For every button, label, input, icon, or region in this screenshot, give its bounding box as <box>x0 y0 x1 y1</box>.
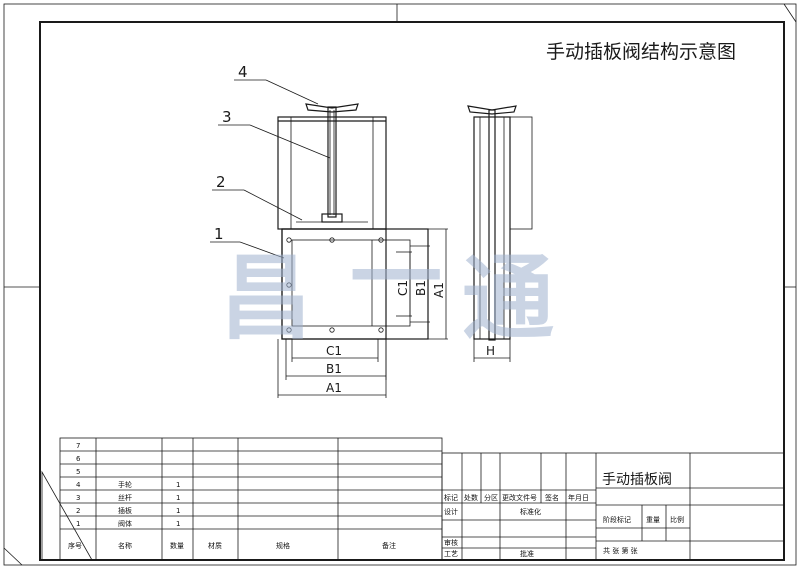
bom-cell-name: 手轮 <box>118 480 132 489</box>
front-view: C1 B1 A1 A1 B1 C1 4 3 2 1 <box>210 63 448 398</box>
callout-4: 4 <box>238 63 248 81</box>
bom-cell-no: 2 <box>76 507 80 515</box>
svg-text:序号: 序号 <box>68 541 82 550</box>
svg-text:分区: 分区 <box>484 493 498 502</box>
svg-text:比例: 比例 <box>670 515 684 524</box>
dim-a1-v: A1 <box>432 282 446 298</box>
outer-frame <box>3 3 797 566</box>
svg-text:更改文件号: 更改文件号 <box>502 493 537 502</box>
corner-mark-tr <box>783 3 797 23</box>
bom-cell-no: 6 <box>76 455 81 463</box>
bom-cell-name: 丝杆 <box>118 493 132 502</box>
svg-text:设计: 设计 <box>444 507 458 516</box>
title-block: 标记 处数 分区 更改文件号 签名 年月日 设计 标准化 审核 工艺 批准 手动… <box>441 452 785 561</box>
svg-text:共 张 第 张: 共 张 第 张 <box>603 546 638 555</box>
callout-3: 3 <box>222 108 232 126</box>
dim-h: H <box>486 344 495 358</box>
corner-mark-bl <box>3 547 23 566</box>
side-view: H <box>467 105 533 362</box>
svg-text:材质: 材质 <box>208 541 222 550</box>
dim-a1: A1 <box>326 381 342 395</box>
svg-text:昌: 昌 <box>220 245 312 352</box>
svg-text:一: 一 <box>350 225 442 332</box>
svg-text:签名: 签名 <box>545 493 559 502</box>
part-name: 手动插板阀 <box>602 472 672 488</box>
bom-cell-qty: 1 <box>176 481 180 489</box>
bom-cell-no: 1 <box>76 520 80 528</box>
bom-cell-no: 3 <box>76 494 80 502</box>
svg-text:重量: 重量 <box>646 516 660 524</box>
svg-text:标准化: 标准化 <box>520 507 541 516</box>
dim-b1: B1 <box>326 362 342 376</box>
bom-cell-name: 阀体 <box>118 519 132 528</box>
side-handwheel <box>467 105 517 115</box>
bom-cell-qty: 1 <box>176 520 180 528</box>
dim-c1: C1 <box>326 344 342 358</box>
callout-1: 1 <box>214 225 224 243</box>
side-bracket <box>509 116 533 230</box>
watermark: 昌 一 通 <box>220 225 554 352</box>
svg-text:标记: 标记 <box>444 493 458 502</box>
corner-logo-icon <box>41 470 93 561</box>
bom-cell-qty: 1 <box>176 507 180 515</box>
svg-text:名称: 名称 <box>118 541 132 550</box>
bom-cell-qty: 1 <box>176 494 180 502</box>
svg-text:批准: 批准 <box>520 549 534 558</box>
svg-text:规格: 规格 <box>276 541 290 550</box>
svg-text:工艺: 工艺 <box>444 550 458 558</box>
callout-2: 2 <box>216 173 226 191</box>
bom-cell-no: 4 <box>76 481 81 489</box>
svg-text:审核: 审核 <box>444 538 458 547</box>
bom-cell-name: 插板 <box>118 506 132 515</box>
yoke-inner <box>290 116 374 230</box>
bom-cell-no: 5 <box>76 468 80 476</box>
stem-nut <box>321 213 343 223</box>
svg-text:备注: 备注 <box>382 541 396 550</box>
dim-c1-v: C1 <box>396 280 410 296</box>
screw-rod <box>327 106 337 218</box>
svg-text:通: 通 <box>462 245 554 352</box>
svg-text:年月日: 年月日 <box>568 493 589 502</box>
drawing-title: 手动插板阀结构示意图 <box>546 41 736 63</box>
bom-table: 7 6 5 4 手轮 1 3 丝杆 1 2 插板 1 1 阀体 1 序号 名称 数量 材质 规格 备注 <box>59 437 443 561</box>
svg-text:数量: 数量 <box>170 541 184 550</box>
yoke-frame <box>277 116 387 230</box>
handwheel <box>305 103 359 113</box>
svg-text:阶段标记: 阶段标记 <box>603 515 631 524</box>
svg-text:处数: 处数 <box>464 493 478 502</box>
bom-cell-no: 7 <box>76 442 80 450</box>
dim-b1-v: B1 <box>414 280 428 296</box>
